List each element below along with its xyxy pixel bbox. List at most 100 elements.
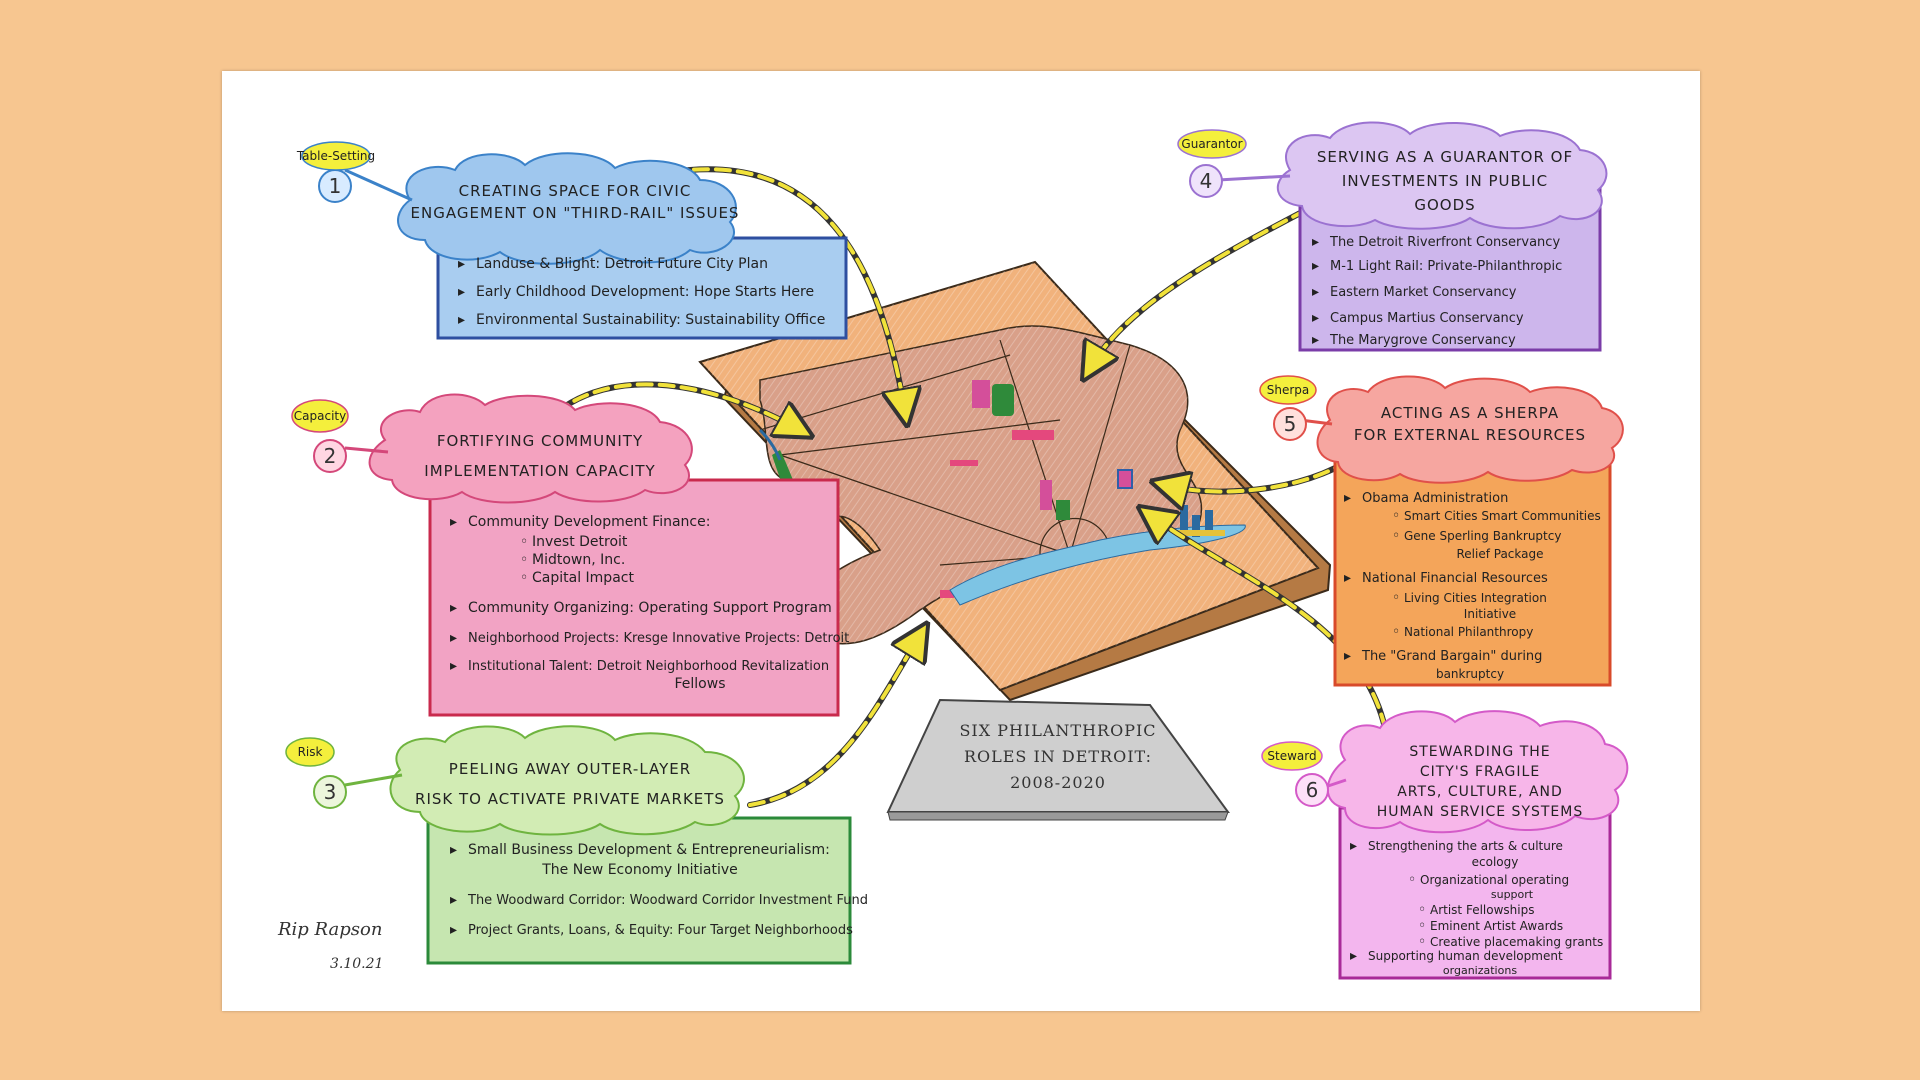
role-5-heading-line-1: ACTING AS A SHERPA	[1381, 404, 1559, 422]
title-line-3: 2008-2020	[1010, 773, 1106, 792]
svg-text:▸: ▸	[1312, 332, 1319, 348]
role-6-cloud	[1326, 710, 1629, 834]
role-2-tag: Capacity	[294, 409, 346, 423]
role-6-steward: 6 Steward STEWARDING THE CITY'S FRAGILE …	[1261, 710, 1629, 980]
role-4-item: M-1 Light Rail: Private-Philanthropic	[1330, 259, 1562, 274]
svg-text:▸: ▸	[450, 658, 457, 674]
svg-text:▸: ▸	[1312, 284, 1319, 300]
role-3-heading-line-2: RISK TO ACTIVATE PRIVATE MARKETS	[415, 790, 725, 808]
svg-text:▸: ▸	[450, 514, 457, 530]
svg-text:▸: ▸	[450, 600, 457, 616]
title-line-2: ROLES IN DETROIT:	[964, 747, 1152, 766]
role-3-cloud	[389, 725, 745, 836]
role-6-subitem: Organizational operating	[1420, 873, 1569, 887]
role-4-item: Eastern Market Conservancy	[1330, 285, 1517, 300]
title-line-1: SIX PHILANTHROPIC	[959, 721, 1156, 740]
role-3-item: Project Grants, Loans, & Equity: Four Ta…	[468, 923, 853, 938]
svg-text:◦: ◦	[1392, 590, 1400, 606]
role-6-heading-line-1: STEWARDING THE	[1409, 744, 1550, 760]
role-6-item-continued: organizations	[1443, 964, 1517, 977]
role-3-risk: 3 Risk PEELING AWAY OUTER-LAYER RISK TO …	[285, 725, 868, 965]
role-5-tag-bubble	[1259, 375, 1317, 405]
artist-signature: Rip Rapson 3.10.21	[277, 919, 383, 972]
role-4-tag-bubble	[1177, 129, 1247, 159]
role-5-item-continued: bankruptcy	[1436, 667, 1504, 681]
title-plaque: SIX PHILANTHROPIC ROLES IN DETROIT: 2008…	[886, 698, 1230, 821]
role-4-heading-line-2: INVESTMENTS IN PUBLIC	[1342, 172, 1548, 190]
role-2-number: 2	[324, 444, 337, 468]
role-6-heading-line-2: CITY'S FRAGILE	[1420, 764, 1540, 780]
role-1-item: Early Childhood Development: Hope Starts…	[476, 284, 814, 300]
role-6-item-continued: ecology	[1472, 855, 1519, 869]
role-6-number-badge	[1295, 773, 1329, 807]
role-5-subitem: Gene Sperling Bankruptcy	[1404, 529, 1561, 543]
role-2-cloud	[368, 393, 693, 504]
role-1-item: Environmental Sustainability: Sustainabi…	[476, 312, 825, 328]
role-6-number: 6	[1306, 778, 1319, 802]
role-3-number: 3	[324, 780, 337, 804]
svg-text:◦: ◦	[1418, 918, 1426, 934]
role-1-number: 1	[329, 174, 342, 198]
role-5-subitem-continued: Initiative	[1464, 607, 1516, 621]
role-5-box	[1333, 438, 1612, 687]
svg-text:▸: ▸	[450, 630, 457, 646]
svg-text:▸: ▸	[1344, 490, 1351, 506]
role-3-heading-line-1: PEELING AWAY OUTER-LAYER	[449, 760, 691, 778]
role-2-subitem: Invest Detroit	[532, 534, 628, 550]
role-6-tag-bubble	[1261, 741, 1323, 771]
role-5-number-badge	[1273, 407, 1307, 441]
svg-text:◦: ◦	[520, 570, 528, 586]
role-2-subitem: Midtown, Inc.	[532, 552, 625, 568]
svg-text:▸: ▸	[458, 256, 465, 272]
role-4-cloud	[1276, 121, 1608, 230]
role-1-heading-line-2: ENGAGEMENT ON "THIRD-RAIL" ISSUES	[411, 204, 740, 222]
role-5-subitem-continued: Relief Package	[1456, 547, 1543, 561]
role-3-item: Small Business Development & Entrepreneu…	[468, 842, 830, 858]
role-4-guarantor: 4 Guarantor SERVING AS A GUARANTOR OF IN…	[1177, 121, 1608, 352]
role-2-tag-bubble	[291, 399, 349, 433]
role-5-subitem: Smart Cities Smart Communities	[1404, 509, 1601, 523]
signature-name: Rip Rapson	[277, 919, 382, 940]
svg-text:▸: ▸	[458, 284, 465, 300]
role-5-cloud	[1316, 375, 1624, 484]
role-3-item-continued: The New Economy Initiative	[541, 862, 738, 878]
svg-text:▸: ▸	[450, 842, 457, 858]
role-3-item: The Woodward Corridor: Woodward Corridor…	[467, 893, 868, 908]
role-6-box	[1338, 806, 1612, 980]
role-4-item: The Marygrove Conservancy	[1329, 333, 1516, 348]
role-5-subitem: Living Cities Integration	[1404, 591, 1547, 605]
role-6-item: Supporting human development	[1368, 949, 1563, 963]
role-5-item: National Financial Resources	[1362, 571, 1548, 586]
svg-text:◦: ◦	[1392, 508, 1400, 524]
svg-text:▸: ▸	[1344, 570, 1351, 586]
svg-text:▸: ▸	[450, 922, 457, 938]
role-6-subitem-continued: support	[1491, 888, 1534, 901]
role-2-heading-line-2: IMPLEMENTATION CAPACITY	[424, 462, 655, 480]
role-1-tag: Table-Setting	[296, 149, 375, 163]
role-6-item: Strengthening the arts & culture	[1368, 839, 1563, 853]
role-3-box	[426, 816, 852, 965]
role-5-number: 5	[1284, 412, 1297, 436]
role-2-capacity: 2 Capacity FORTIFYING COMMUNITY IMPLEMEN…	[291, 393, 849, 717]
role-2-item: Community Organizing: Operating Support …	[468, 600, 832, 616]
role-2-item: Community Development Finance:	[468, 514, 710, 530]
role-6-subitem: Artist Fellowships	[1430, 903, 1534, 917]
role-1-cloud	[397, 152, 737, 265]
role-6-subitem: Creative placemaking grants	[1430, 935, 1603, 949]
role-4-tag: Guarantor	[1181, 137, 1242, 151]
role-5-heading-line-2: FOR EXTERNAL RESOURCES	[1354, 426, 1586, 444]
role-2-item-continued: Fellows	[675, 676, 726, 692]
svg-text:▸: ▸	[1344, 648, 1351, 664]
role-4-number: 4	[1200, 169, 1213, 193]
role-5-item: Obama Administration	[1362, 491, 1508, 506]
svg-text:▸: ▸	[1312, 258, 1319, 274]
role-4-item: Campus Martius Conservancy	[1330, 311, 1524, 326]
role-3-tag-bubble	[285, 737, 335, 767]
role-1-heading-line-1: CREATING SPACE FOR CIVIC	[459, 182, 692, 200]
svg-text:▸: ▸	[1312, 310, 1319, 326]
signature-date: 3.10.21	[330, 956, 383, 972]
role-6-heading-line-4: HUMAN SERVICE SYSTEMS	[1377, 804, 1584, 820]
role-6-tag: Steward	[1267, 749, 1316, 763]
svg-text:◦: ◦	[1418, 934, 1426, 950]
